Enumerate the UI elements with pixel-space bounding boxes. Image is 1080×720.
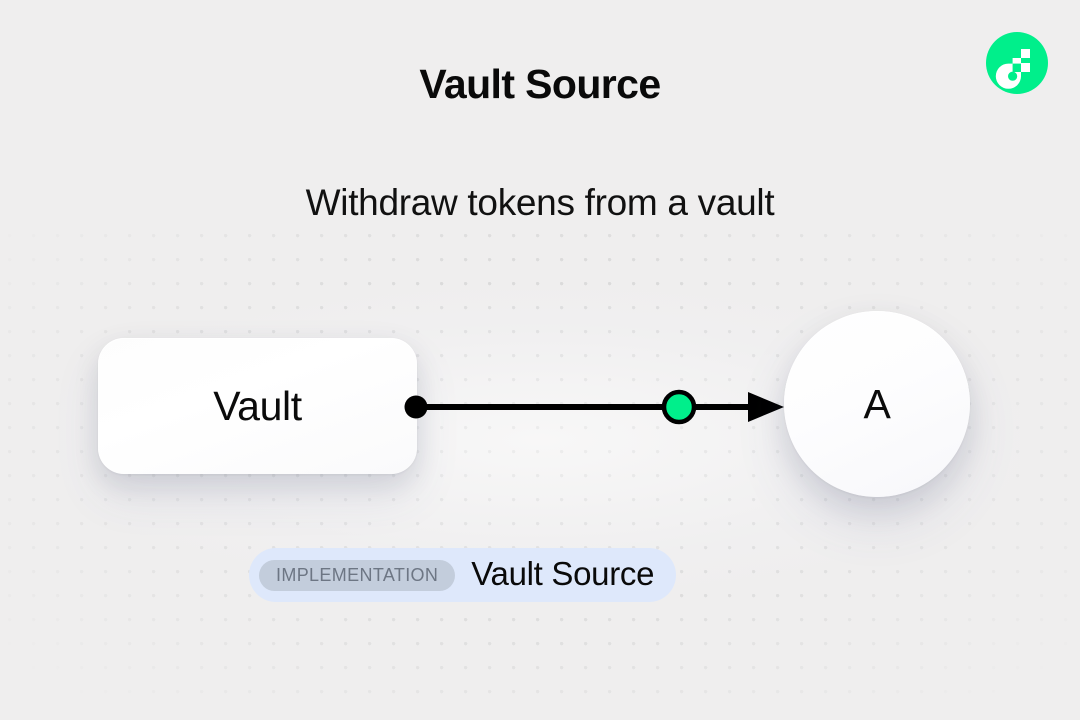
implementation-tag: IMPLEMENTATION (259, 559, 456, 591)
node-a[interactable]: A (784, 311, 970, 497)
implementation-badge: IMPLEMENTATION Vault Source (249, 548, 677, 602)
arrow-head-icon (748, 392, 784, 422)
node-a-label: A (863, 380, 891, 427)
flow-logo-icon (986, 32, 1048, 94)
node-vault[interactable]: Vault (98, 338, 417, 474)
edge-vault-to-a[interactable] (390, 372, 810, 442)
implementation-name: Vault Source (471, 555, 655, 592)
source-port-dot[interactable] (404, 395, 428, 419)
connector-dot-icon[interactable] (661, 389, 697, 425)
page-title: Vault Source (419, 61, 661, 107)
node-vault-label: Vault (213, 382, 302, 429)
page-subtitle: Withdraw tokens from a vault (305, 182, 775, 223)
